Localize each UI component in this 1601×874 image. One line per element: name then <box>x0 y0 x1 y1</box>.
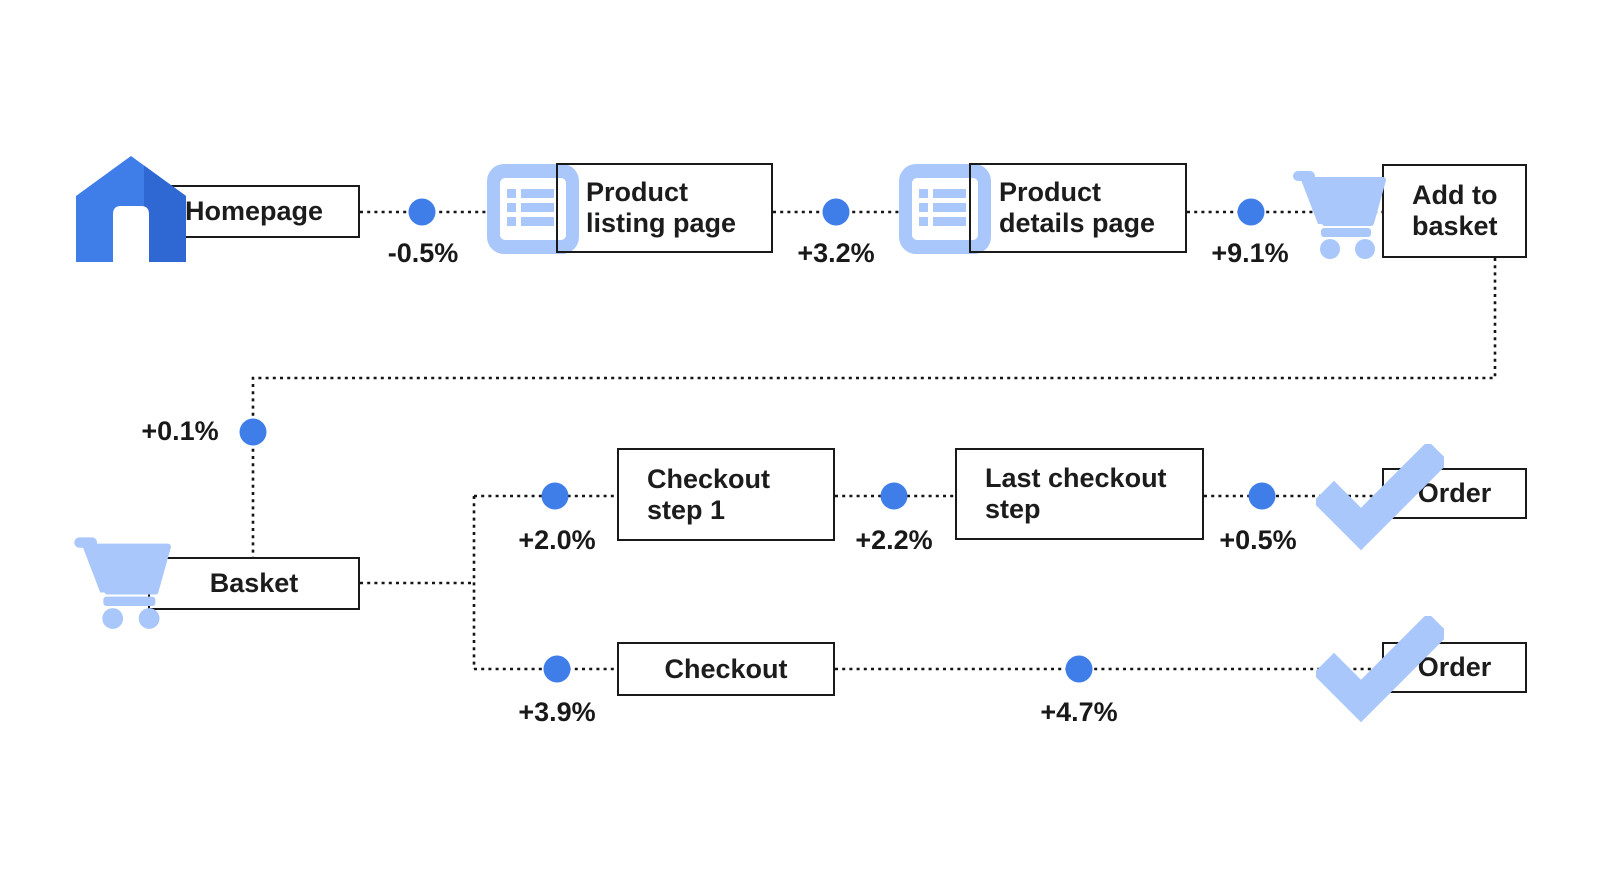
edge-addtobasket-basket <box>251 258 1497 557</box>
home-icon <box>76 156 186 262</box>
node-order-top-label: Order <box>1417 478 1492 508</box>
step-change-dot <box>239 418 267 446</box>
node-product-details-label: Product details page <box>999 177 1156 238</box>
node-add-to-basket-label: Add to basket <box>1412 180 1498 241</box>
node-last-checkout-step-label: Last checkout step <box>985 463 1167 524</box>
edge-delta-basket-checkout: +3.9% <box>518 697 596 727</box>
node-homepage-label: Homepage <box>184 196 324 226</box>
edge-delta-basket-checkoutstep1: +2.0% <box>518 525 596 555</box>
node-product-listing-page: Product listing page <box>556 163 773 253</box>
node-basket-label: Basket <box>209 568 299 598</box>
step-change-dot <box>822 198 850 226</box>
edge-delta-homepage-listing: -0.5% <box>387 238 459 268</box>
step-change-dot <box>1248 482 1276 510</box>
check-icon <box>1312 612 1450 724</box>
node-basket: Basket <box>148 557 360 610</box>
edge-delta-details-addtobasket: +9.1% <box>1211 238 1289 268</box>
step-change-dot <box>880 482 908 510</box>
node-checkout-step-1: Checkout step 1 <box>617 448 835 541</box>
edge-delta-checkout-order: +4.7% <box>1040 697 1118 727</box>
node-homepage: Homepage <box>148 185 360 238</box>
edge-delta-addtobasket-basket: +0.1% <box>141 416 219 446</box>
node-last-checkout-step: Last checkout step <box>955 448 1204 540</box>
node-product-listing-label: Product listing page <box>586 177 737 238</box>
edge-delta-listing-details: +3.2% <box>797 238 875 268</box>
step-change-dot <box>408 198 436 226</box>
step-change-dot <box>541 482 569 510</box>
node-product-details-page: Product details page <box>969 163 1187 253</box>
listing-page-icon <box>899 164 991 254</box>
node-checkout-label: Checkout <box>664 653 788 684</box>
step-change-dot <box>1237 198 1265 226</box>
node-checkout: Checkout <box>617 642 835 696</box>
edge-delta-checkoutstep1-last: +2.2% <box>855 525 933 555</box>
step-change-dot <box>543 655 571 683</box>
cart-icon <box>64 528 176 632</box>
node-add-to-basket: Add to basket <box>1382 164 1527 258</box>
check-icon <box>1312 440 1450 552</box>
edge-delta-last-order: +0.5% <box>1219 525 1297 555</box>
node-order-bottom: Order <box>1382 642 1527 693</box>
step-change-dot <box>1065 655 1093 683</box>
cart-icon <box>1286 162 1388 262</box>
node-checkout-step-1-label: Checkout step 1 <box>647 463 771 525</box>
node-order-bottom-label: Order <box>1417 652 1492 682</box>
node-order-top: Order <box>1382 468 1527 519</box>
